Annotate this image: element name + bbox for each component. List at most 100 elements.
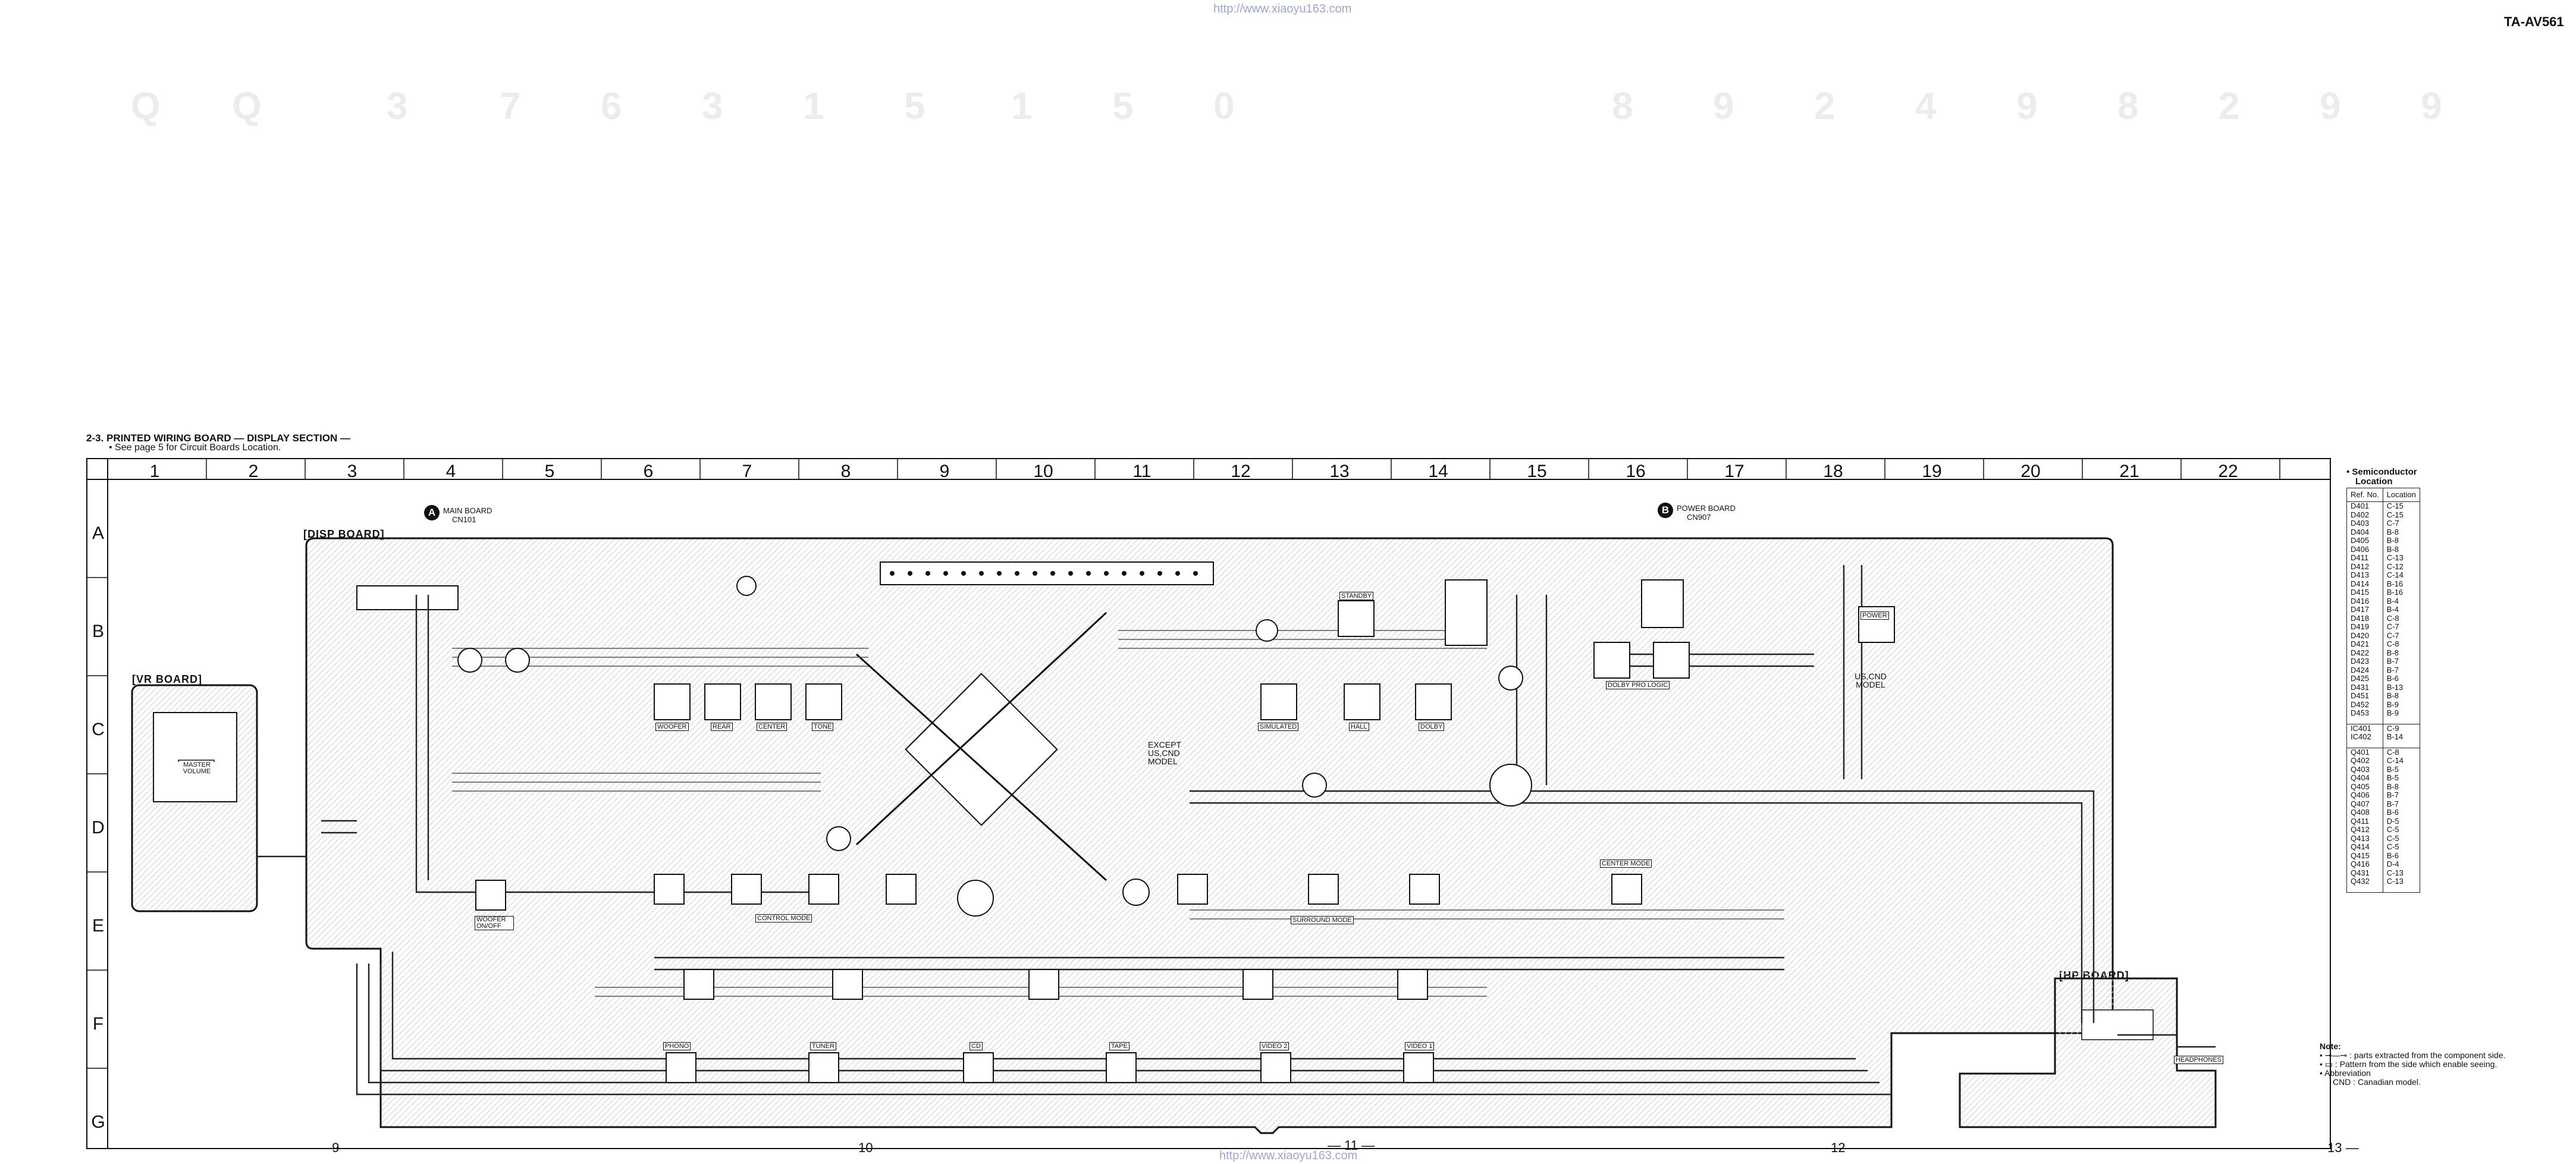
semi-loc: B-16	[2386, 588, 2404, 597]
semi-loc: B-8	[2386, 782, 2399, 791]
semi-ref: Q432	[2351, 877, 2370, 886]
semi-loc: B-7	[2386, 657, 2399, 666]
grid-row-b: B	[92, 622, 104, 641]
switch-label-simulated: SIMULATED	[1258, 723, 1299, 731]
watermark-url-bottom[interactable]: http://www.xiaoyu163.com	[1219, 1149, 1358, 1162]
grid-col-21: 21	[2119, 462, 2139, 481]
semi-ref: Q406	[2351, 790, 2370, 799]
semi-ref: IC401	[2351, 723, 2371, 733]
page-number-10: — 10 —	[842, 1140, 890, 1155]
semi-loc: C-13	[2386, 877, 2404, 886]
semi-ref: D405	[2351, 536, 2370, 545]
semi-ref: D411	[2351, 553, 2369, 562]
semi-loc: B-8	[2386, 536, 2399, 545]
watermark-url-top[interactable]: http://www.xiaoyu163.com	[1213, 2, 1352, 15]
svg-text:Q: Q	[232, 84, 262, 127]
grid-col-1: 1	[149, 462, 160, 481]
semi-loc: B-5	[2386, 764, 2399, 774]
semi-loc: B-4	[2386, 605, 2399, 614]
semi-loc: C-14	[2386, 756, 2404, 765]
grid-col-17: 17	[1724, 462, 1744, 481]
semi-loc: B-8	[2386, 544, 2399, 554]
switch-label-control-mode: CONTROL MODE	[755, 914, 812, 923]
disp-board-outline	[305, 537, 2114, 1134]
semi-loc: C-13	[2386, 553, 2404, 562]
page-number-13: — 13 —	[2311, 1140, 2359, 1155]
grid-row-g: G	[91, 1112, 105, 1132]
svg-text:3: 3	[387, 84, 408, 127]
semi-ref: D412	[2351, 561, 2370, 571]
semi-ref: Q401	[2351, 747, 2370, 757]
semi-loc: B-8	[2386, 527, 2399, 536]
semi-ref: D453	[2351, 708, 2370, 717]
grid-col-9: 9	[939, 462, 950, 481]
connector-a-marker: A	[424, 505, 440, 520]
semi-loc: C-13	[2386, 868, 2404, 877]
semi-loc: B-4	[2386, 596, 2399, 605]
semi-loc: C-7	[2386, 519, 2399, 528]
grid-col-14: 14	[1428, 462, 1448, 481]
svg-text:3: 3	[702, 84, 723, 127]
semi-ref: D413	[2351, 570, 2370, 579]
semi-loc: B-6	[2386, 674, 2399, 683]
semi-col-ref: Ref. No.	[2346, 488, 2383, 502]
switch-label-master-volume: MASTER VOLUME	[176, 762, 218, 775]
grid-col-4: 4	[445, 462, 456, 481]
semi-ref: D420	[2351, 630, 2370, 640]
semi-ref: D425	[2351, 674, 2370, 683]
semi-ref: D421	[2351, 639, 2370, 648]
semi-loc: C-15	[2386, 510, 2404, 519]
grid-row-e: E	[92, 916, 104, 936]
switch-label-tape: TAPE	[1109, 1042, 1129, 1050]
semi-ref: Q404	[2351, 773, 2370, 782]
semi-loc: C-9	[2386, 723, 2399, 733]
grid-col-11: 11	[1132, 462, 1151, 481]
switch-label-center-mode: CENTER MODE	[1600, 859, 1652, 868]
connector-b-label2: CN907	[1687, 513, 1711, 522]
semi-ref: D431	[2351, 682, 2370, 692]
semi-ref: D401	[2351, 501, 2370, 510]
grid-col-12: 12	[1231, 462, 1251, 481]
semi-ref: D422	[2351, 648, 2370, 657]
model-number: TA-AV561	[2504, 14, 2564, 29]
notes-line-2: • ▭ : Pattern from the side which enable…	[2320, 1059, 2497, 1069]
switch-label-woofer-onoff: WOOFER ON/OFF	[475, 916, 514, 930]
grid-col-6: 6	[643, 462, 654, 481]
svg-text:9: 9	[1713, 84, 1734, 127]
semi-title-1: • Semiconductor	[2346, 467, 2417, 477]
switch-label-dolby-pro-logic: DOLBY PRO LOGIC	[1606, 681, 1670, 689]
svg-text:1: 1	[1011, 84, 1033, 127]
grid-col-7: 7	[742, 462, 752, 481]
switch-label-tone: TONE	[812, 723, 834, 731]
semi-ref: Q416	[2351, 859, 2370, 868]
semi-ref: D416	[2351, 596, 2370, 605]
disp-board-label: [DISP BOARD]	[303, 528, 385, 540]
semi-loc: B-5	[2386, 773, 2399, 782]
svg-text:9: 9	[2016, 84, 2038, 127]
svg-text:5: 5	[904, 84, 925, 127]
notes-line-3: • Abbreviation	[2320, 1068, 2371, 1078]
switch-label-power: POWER	[1860, 611, 1889, 620]
semi-ref: Q431	[2351, 868, 2370, 877]
svg-text:2: 2	[2219, 84, 2240, 127]
note-us-cnd-1: US,CND MODEL	[1855, 672, 1887, 689]
note-except-us-cnd-1: EXCEPT US,CND MODEL	[1148, 740, 1181, 766]
notes-title: Note:	[2320, 1041, 2341, 1051]
semi-ref: Q403	[2351, 764, 2370, 774]
grid-col-18: 18	[1823, 462, 1843, 481]
semi-loc: C-8	[2386, 747, 2399, 757]
svg-text:8: 8	[1612, 84, 1633, 127]
grid-col-20: 20	[2020, 462, 2041, 481]
semi-ref: Q414	[2351, 842, 2370, 851]
svg-text:9: 9	[2320, 84, 2341, 127]
semi-loc: B-8	[2386, 648, 2399, 657]
semi-ref: D418	[2351, 613, 2370, 623]
svg-text:8: 8	[2117, 84, 2139, 127]
